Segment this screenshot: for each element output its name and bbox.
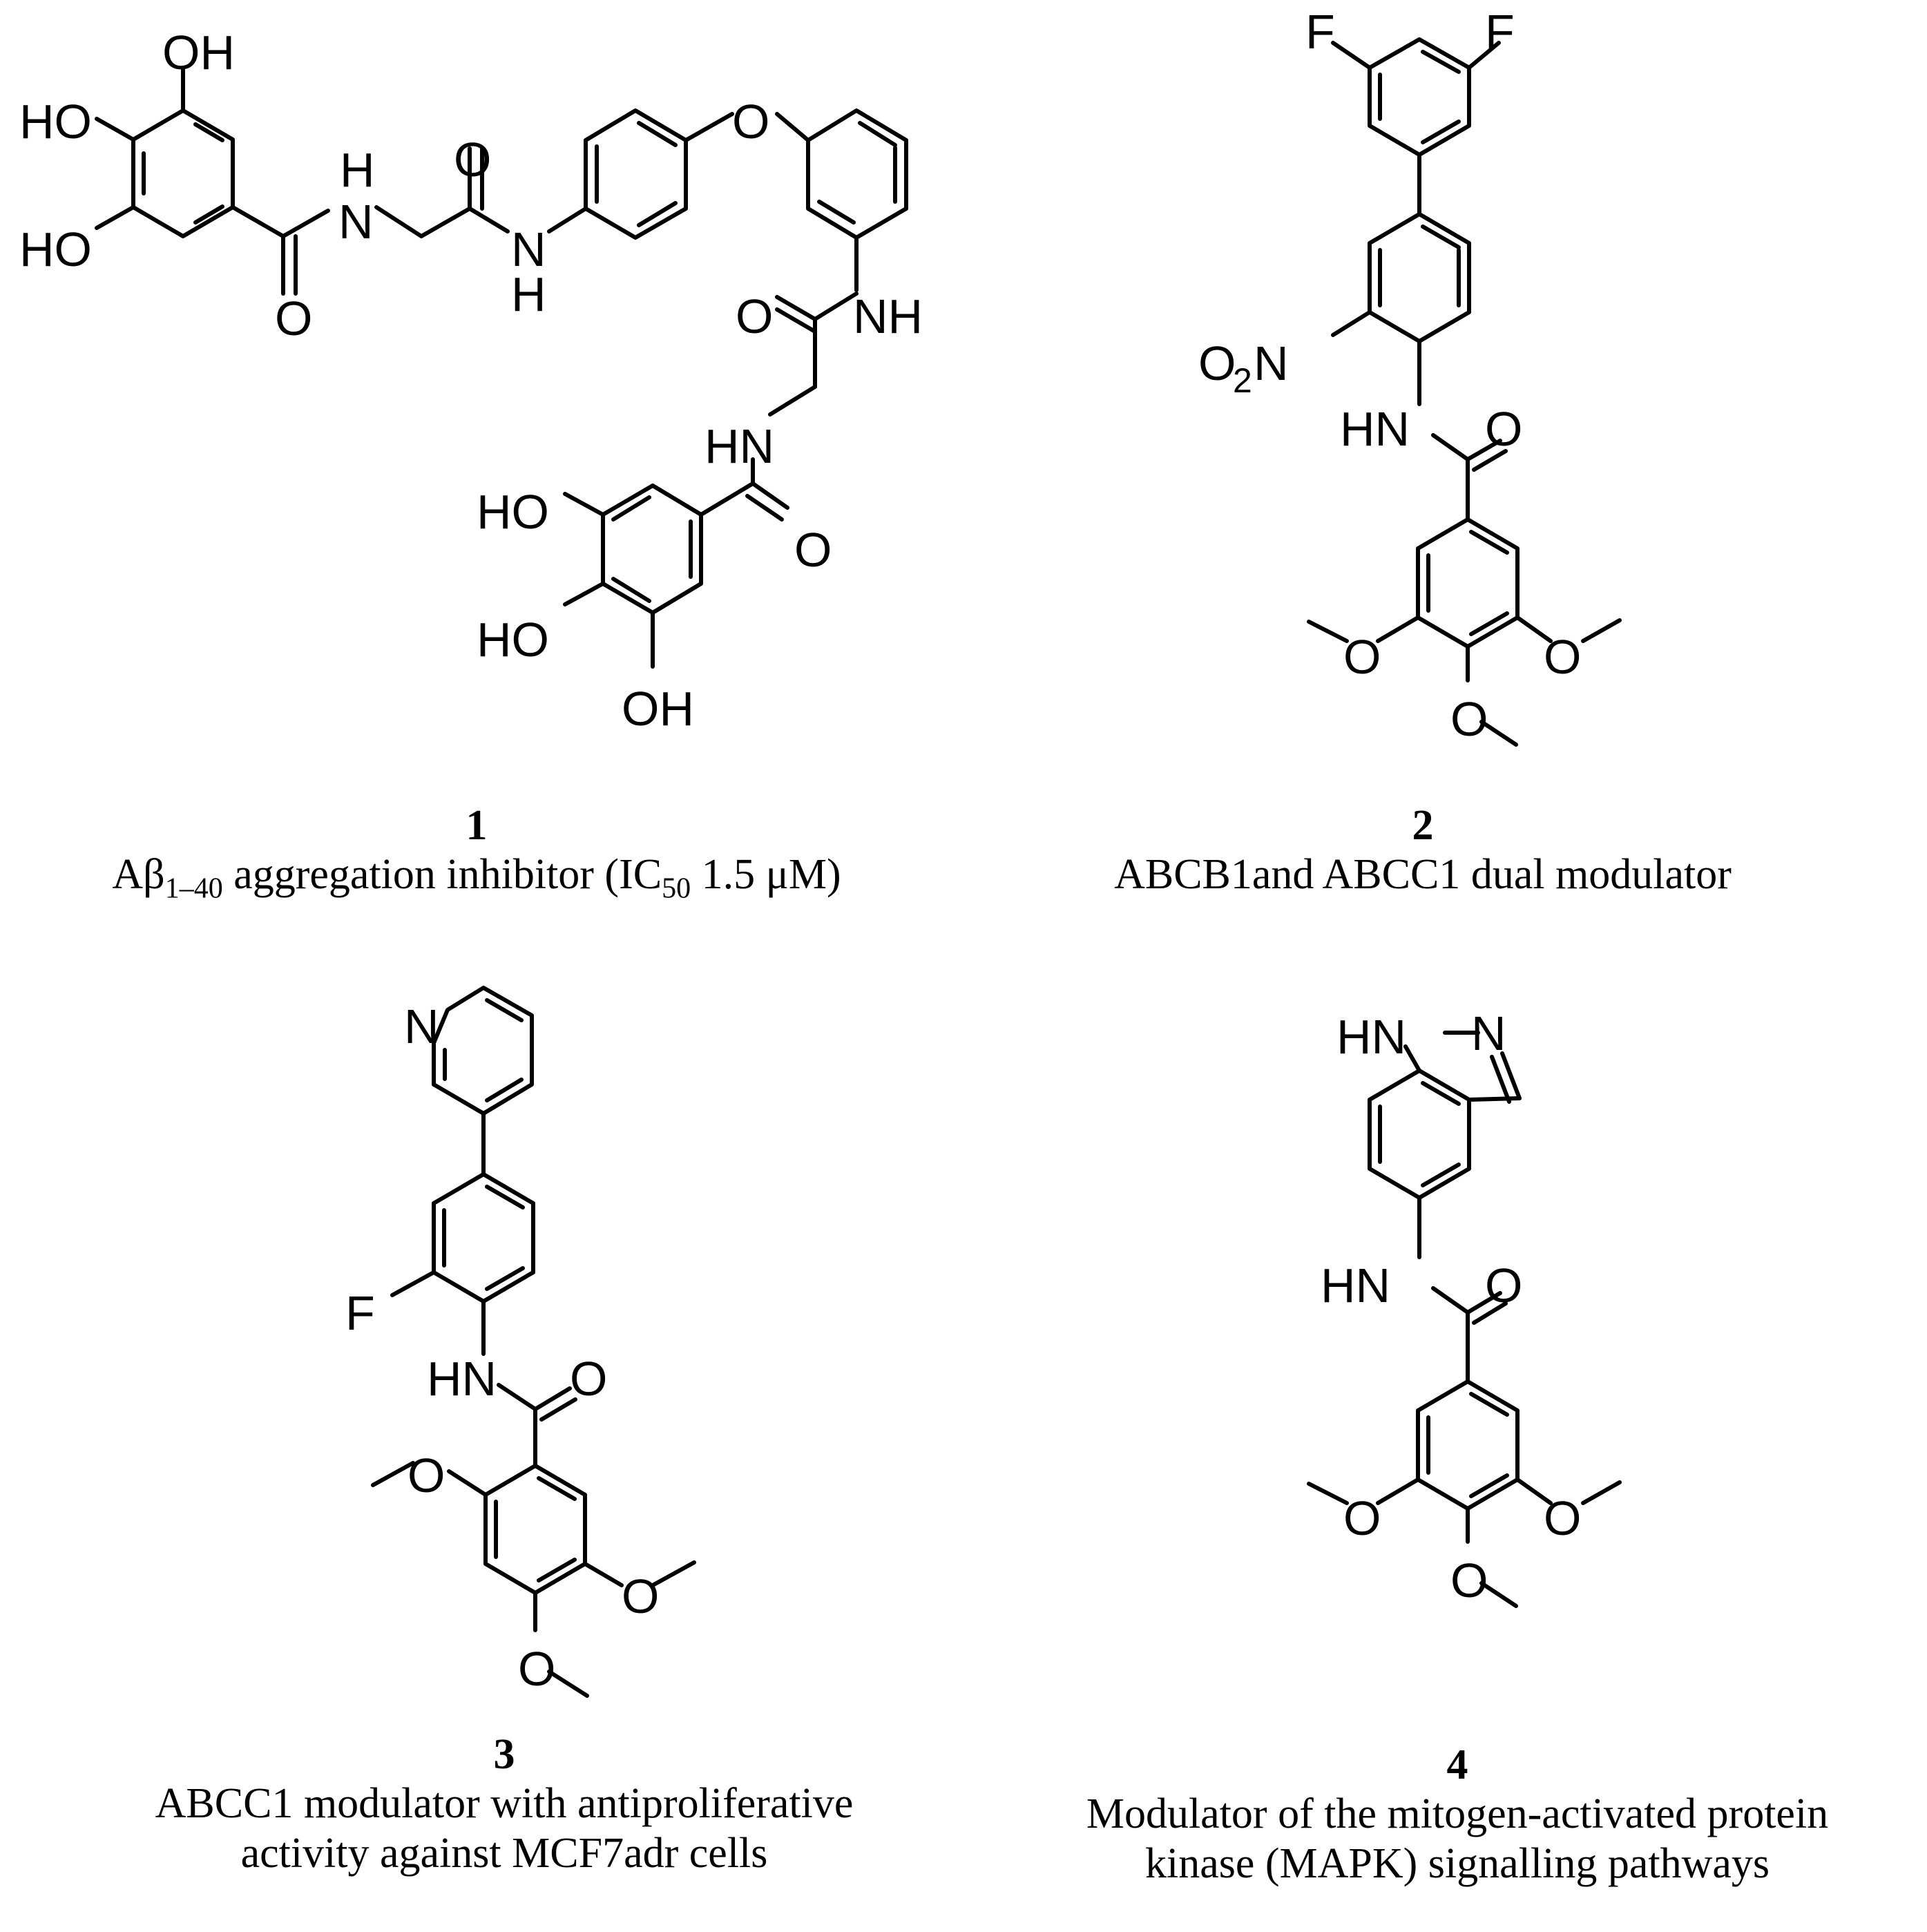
svg-text:2: 2 — [1233, 361, 1252, 400]
svg-text:H: H — [340, 143, 375, 197]
svg-text:HN: HN — [1321, 1259, 1390, 1312]
svg-text:O: O — [1450, 1553, 1488, 1607]
compound-3-description-line-1: ABCC1 modulator with antiproliferative — [155, 1780, 854, 1828]
svg-text:O: O — [408, 1448, 445, 1502]
svg-text:O: O — [1450, 692, 1488, 746]
svg-text:O: O — [1544, 1491, 1581, 1545]
compound-2-structure: F F O 2 N HN O O O O — [1198, 5, 1622, 747]
compound-2-description: ABCB1and ABCC1 dual modulator — [1114, 851, 1732, 899]
svg-text:HN: HN — [427, 1352, 497, 1406]
compound-1-description: Aβ1–40 aggregation inhibitor (IC50 1.5 μ… — [112, 851, 841, 905]
svg-text:HO: HO — [19, 95, 92, 149]
svg-text:HO: HO — [477, 613, 549, 667]
compound-4-caption: 4 Modulator of the mitogen-activated pro… — [995, 1741, 1920, 1888]
compound-4-structure: HN N HN O O O O — [1307, 1006, 1622, 1608]
svg-text:F: F — [1305, 5, 1335, 59]
compound-1-number: 1 — [466, 802, 488, 849]
svg-text:HO: HO — [19, 222, 92, 276]
svg-text:O: O — [622, 1569, 659, 1623]
svg-text:O: O — [1544, 630, 1581, 684]
svg-text:O: O — [275, 291, 312, 345]
compound-4-description-line-1: Modulator of the mitogen-activated prote… — [1086, 1790, 1829, 1838]
svg-text:N: N — [1254, 336, 1289, 390]
compound-3-structure: N F HN O O O O — [345, 986, 696, 1698]
svg-text:N: N — [1471, 1006, 1506, 1060]
compound-3-description-line-2: activity against MCF7adr cells — [240, 1829, 768, 1877]
compound-3-number: 3 — [493, 1731, 515, 1778]
svg-text:O: O — [732, 95, 769, 149]
svg-text:HN: HN — [1340, 402, 1410, 456]
svg-text:O: O — [794, 523, 832, 577]
compound-4-description-line-2: kinase (MAPK) signalling pathways — [1144, 1839, 1770, 1887]
svg-text:N: N — [404, 1000, 439, 1053]
svg-text:HO: HO — [477, 485, 549, 539]
svg-text:O: O — [518, 1642, 555, 1696]
svg-text:O: O — [570, 1352, 607, 1406]
svg-text:O: O — [1343, 630, 1381, 684]
svg-text:O: O — [1485, 1259, 1522, 1312]
compound-3-caption: 3 ABCC1 modulator with antiproliferative… — [28, 1730, 981, 1878]
svg-text:F: F — [1485, 5, 1515, 59]
svg-text:O: O — [454, 133, 491, 186]
svg-text:OH: OH — [622, 682, 694, 736]
svg-text:O: O — [1198, 336, 1236, 390]
svg-text:N: N — [511, 222, 546, 276]
svg-text:F: F — [345, 1286, 375, 1340]
svg-text:N: N — [338, 195, 374, 249]
svg-text:HN: HN — [1336, 1010, 1406, 1064]
compound-1-structure: OH HO HO H N O O N H O NH O HN HO O HO O… — [19, 26, 923, 736]
svg-text:O: O — [736, 289, 773, 343]
compound-2-number: 2 — [1412, 802, 1434, 849]
svg-text:OH: OH — [162, 26, 235, 79]
compound-2-caption: 2 ABCB1and ABCC1 dual modulator — [1001, 801, 1844, 900]
svg-text:O: O — [1343, 1491, 1381, 1545]
svg-text:NH: NH — [853, 289, 923, 343]
svg-text:HN: HN — [704, 419, 774, 473]
compound-4-number: 4 — [1446, 1741, 1468, 1788]
svg-text:O: O — [1485, 402, 1522, 456]
svg-text:H: H — [511, 267, 546, 321]
compound-1-caption: 1 Aβ1–40 aggregation inhibitor (IC50 1.5… — [28, 801, 926, 906]
